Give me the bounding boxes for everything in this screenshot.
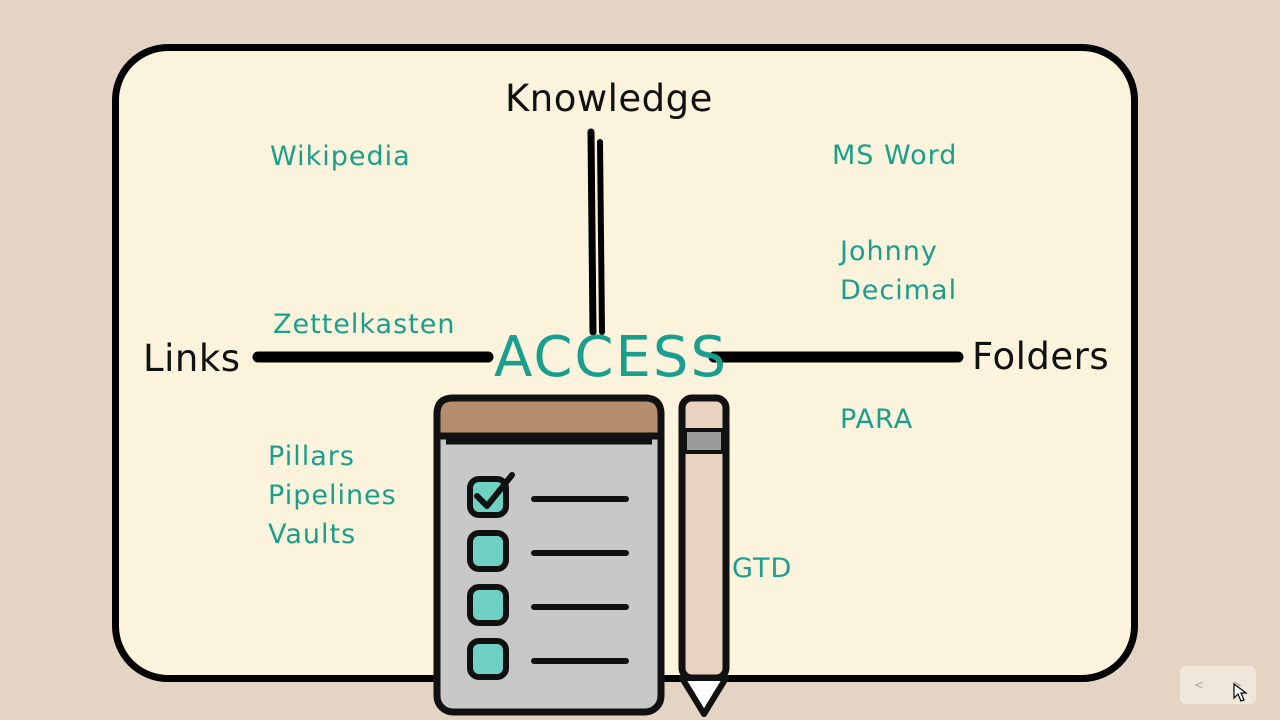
item-ppv-line: Pillars xyxy=(268,441,355,472)
axis-label-folders: Folders xyxy=(972,335,1110,378)
checklist xyxy=(467,472,629,680)
checkmark-icon xyxy=(474,472,515,509)
clipboard-header xyxy=(433,394,665,440)
vertical-axis-a xyxy=(587,128,597,336)
item-ppv-line: Vaults xyxy=(268,519,357,550)
item-johnny-decimal-line: Johnny xyxy=(840,236,938,267)
item-ppv: Pillars Pipelines Vaults xyxy=(268,437,397,554)
prev-slide-button[interactable]: < xyxy=(1193,678,1205,692)
checkbox-icon xyxy=(467,530,509,572)
center-label-access: ACCESS xyxy=(494,325,729,390)
item-gtd: GTD xyxy=(732,553,793,584)
item-ppv-line: Pipelines xyxy=(268,480,397,511)
pencil-tip xyxy=(679,675,729,717)
pencil-band xyxy=(683,428,725,454)
item-zettelkasten: Zettelkasten xyxy=(273,309,456,340)
item-johnny-decimal: Johnny Decimal xyxy=(840,232,957,310)
axis-label-knowledge: Knowledge xyxy=(505,77,713,120)
checkbox-icon xyxy=(467,476,509,518)
item-ms-word: MS Word xyxy=(832,140,958,171)
item-wikipedia: Wikipedia xyxy=(270,141,411,172)
checkbox-icon xyxy=(467,584,509,626)
item-johnny-decimal-line: Decimal xyxy=(840,275,958,306)
checkbox-icon xyxy=(467,638,509,680)
vertical-axis-b xyxy=(597,139,605,335)
next-slide-button[interactable]: > xyxy=(1231,678,1243,692)
axis-label-links: Links xyxy=(143,337,241,380)
item-para: PARA xyxy=(840,404,914,435)
cursor-icon xyxy=(1233,682,1248,702)
pencil-icon xyxy=(678,394,730,717)
clipboard-checklist-icon xyxy=(433,394,730,717)
